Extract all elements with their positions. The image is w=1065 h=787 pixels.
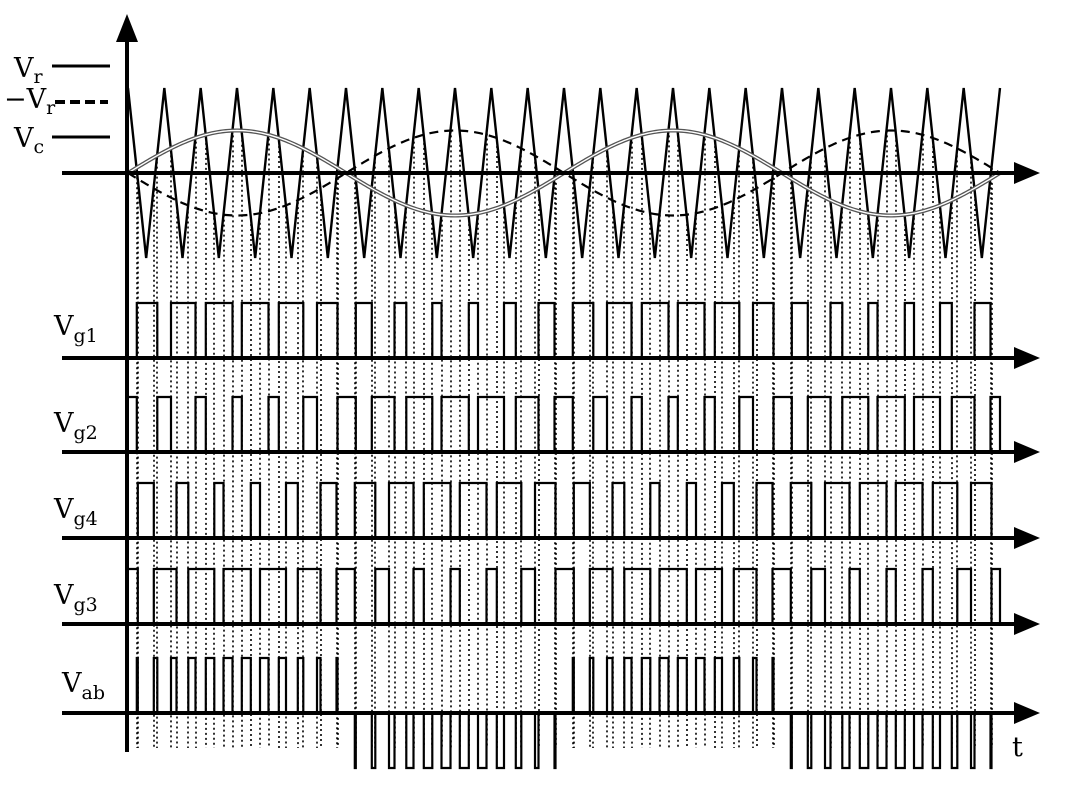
legend-negvr-main: V	[26, 84, 47, 115]
pulse-train-g2	[128, 395, 1002, 454]
negative-reference-sine-wave	[127, 129, 1001, 217]
trace-label-vg3: Vg3	[53, 580, 98, 616]
trace-label-vg4: Vg4	[53, 494, 98, 530]
svg-text:Vc: Vc	[13, 123, 44, 158]
legend-vc-sub: c	[34, 136, 45, 158]
legend-entry-vr: Vr	[13, 53, 110, 88]
time-axis-arrow-icon-g4	[1014, 527, 1040, 549]
trace-label-vab-main: V	[61, 668, 82, 699]
trace-label-vg2: Vg2	[53, 408, 98, 444]
legend-negvr-sub: r	[46, 97, 56, 119]
pulse-train-g3	[128, 567, 1002, 626]
svg-text:Vr: Vr	[13, 53, 44, 88]
axes	[62, 14, 1040, 752]
vertical-axis-arrow-icon	[116, 14, 138, 42]
trace-label-vg1: Vg1	[53, 311, 98, 347]
pulse-train-g1	[128, 301, 1000, 360]
trace-label-vg1-main: V	[53, 311, 74, 342]
legend-vc-main: V	[13, 123, 34, 154]
time-axis-arrow-icon-ab	[1014, 702, 1040, 724]
trace-label-vab-sub: ab	[82, 682, 106, 704]
legend: Vr −Vr Vc	[4, 53, 110, 158]
trace-label-vg4-main: V	[53, 494, 74, 525]
gate-signal-traces	[128, 301, 1002, 770]
legend-entry-neg-vr: −Vr	[4, 84, 108, 119]
time-axis-label: t	[1012, 732, 1023, 763]
trace-label-vg4-sub: g4	[74, 508, 98, 530]
modulation-axis-arrow-icon	[1014, 162, 1040, 184]
trace-label-vg2-sub: g2	[74, 422, 98, 444]
trace-label-vg1-sub: g1	[74, 325, 98, 347]
trace-label-vg3-main: V	[53, 580, 74, 611]
time-axis-arrow-icon-g1	[1014, 347, 1040, 369]
legend-vr-main: V	[13, 53, 34, 84]
carrier-triangle-wave	[126, 87, 1002, 259]
legend-vr-sub: r	[34, 66, 44, 88]
trace-labels: Vg1 Vg2 Vg4 Vg3 Vab t	[53, 311, 1023, 763]
legend-entry-vc: Vc	[13, 123, 110, 158]
time-axis-arrow-icon-g2	[1014, 441, 1040, 463]
pulse-train-g4	[128, 481, 1000, 540]
switching-instant-guides	[136, 125, 993, 748]
trace-label-vg2-main: V	[53, 408, 74, 439]
svg-text:−Vr: −Vr	[4, 84, 56, 119]
trace-label-vg3-sub: g3	[74, 594, 98, 616]
trace-label-vab: Vab	[61, 668, 105, 704]
legend-negvr-prefix: −	[4, 84, 27, 115]
time-axis-arrow-icon-g3	[1014, 613, 1040, 635]
